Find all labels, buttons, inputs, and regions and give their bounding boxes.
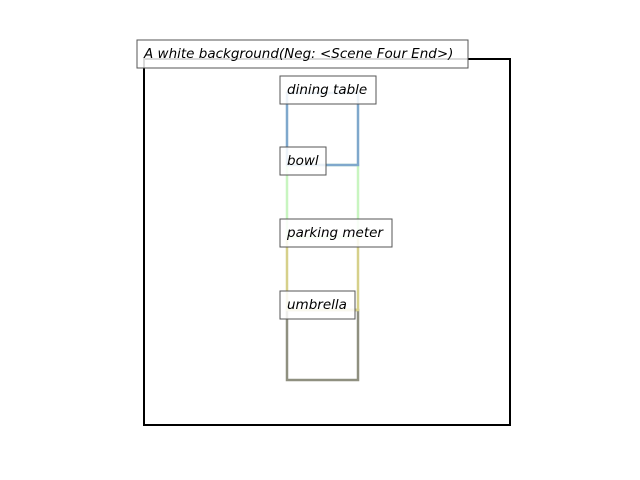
object-label-bowl: bowl [279, 146, 327, 176]
umbrella-label-box [279, 290, 356, 320]
dining-table-label-box [279, 75, 377, 105]
parking-meter-label-box [279, 218, 393, 248]
caption-label-box [136, 39, 469, 69]
parking-meter-label: parking meter [286, 225, 384, 241]
bowl-label: bowl [287, 153, 319, 169]
object-label-parking-meter: parking meter [279, 218, 393, 248]
dining-table-label: dining table [287, 82, 367, 98]
object-label-dining-table: dining table [279, 75, 377, 105]
umbrella-label: umbrella [287, 297, 347, 313]
object-label-umbrella: umbrella [279, 290, 356, 320]
caption-label: A white background(Neg: <Scene Four End>… [136, 39, 469, 69]
caption-text: A white background(Neg: <Scene Four End>… [143, 46, 453, 62]
umbrella-box [285, 308, 360, 382]
bowl-label-box [279, 146, 327, 176]
